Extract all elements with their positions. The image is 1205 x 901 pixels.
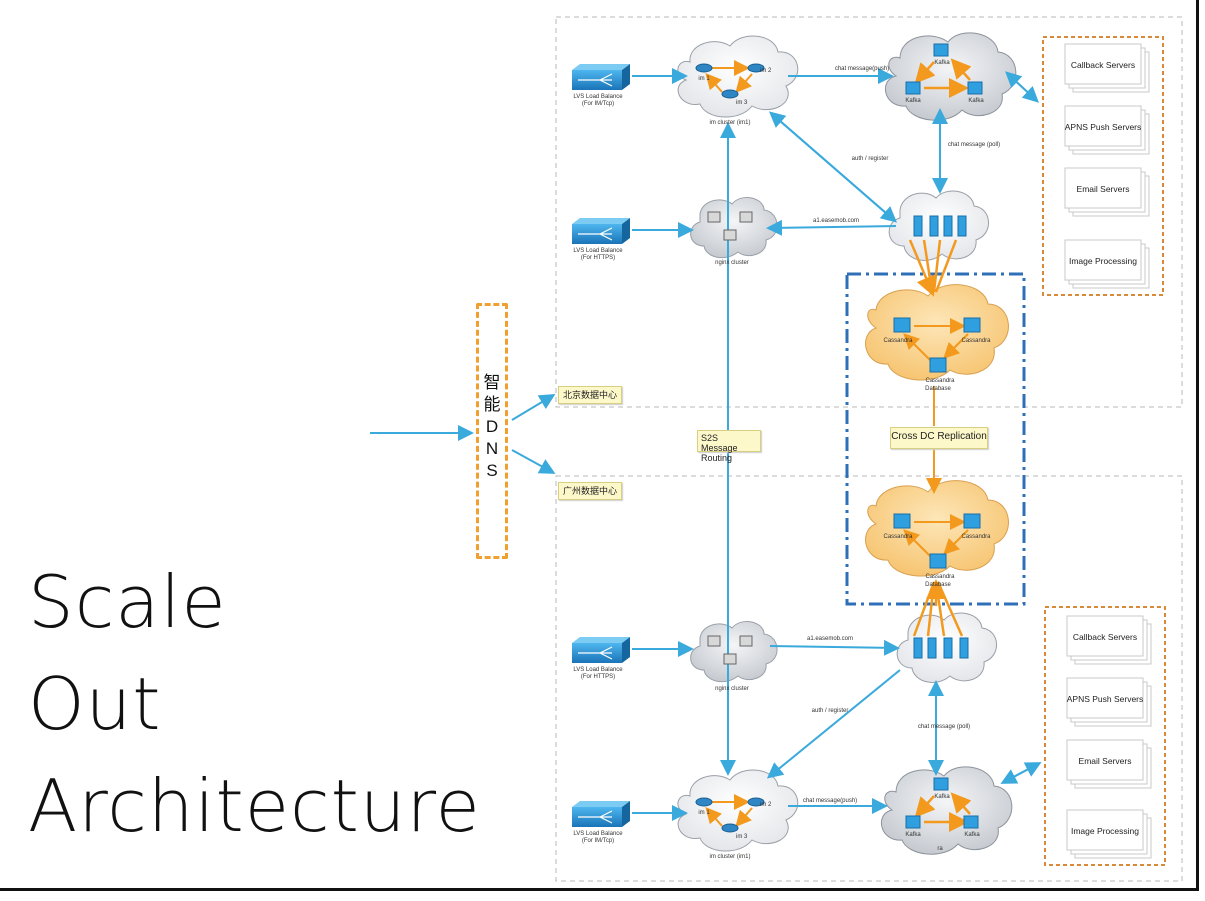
lb-https-top-sub: (For HTTPS) (581, 255, 615, 261)
router-icon (695, 63, 765, 833)
edge-label-auth-bottom: auth / register (812, 708, 849, 714)
cassandra-node-top-2: Cassandra (961, 338, 991, 344)
im-node-3-bottom: im 3 (736, 834, 748, 840)
dns-char-2: 能 (483, 395, 501, 414)
nginx-cluster-label-bottom: nginx cluster (715, 686, 749, 692)
smart-dns-box (476, 303, 508, 559)
beijing-dc-frame (555, 16, 1183, 408)
im-cluster-label-bottom: im cluster (im1) (709, 854, 750, 860)
cassandra-node-bottom-3: Cassandra (925, 574, 955, 580)
im-node-3-top: im 3 (736, 100, 748, 106)
service-image-bottom: Image Processing (1071, 826, 1139, 836)
edge-label-host-top: a1.easemob.com (813, 218, 859, 224)
dns-char-3: D (485, 417, 499, 436)
cassandra-node-top-1: Cassandra (883, 338, 913, 344)
lb-imtcp-top-sub: (For IM/Tcp) (582, 101, 614, 107)
edge-label-poll-bottom: chat message (poll) (918, 724, 970, 730)
dns-char-1: 智 (483, 373, 501, 392)
cassandra-internal-links-top (903, 318, 969, 361)
kafka-node-top-1: Kafka (934, 60, 950, 66)
lb-https-bottom-sub: (For HTTPS) (581, 674, 615, 680)
dns-char-4: N (485, 439, 499, 458)
service-callback-top: Callback Servers (1071, 60, 1135, 70)
im-internal-links-top (705, 60, 753, 94)
lb-imtcp-bottom (572, 801, 630, 827)
kafka-node-bottom-1: Kafka (934, 794, 950, 800)
computer-icon (707, 211, 753, 665)
service-email-bottom: Email Servers (1079, 756, 1132, 766)
kafka-node-bottom-3: Kafka (964, 832, 980, 838)
lb-imtcp-top (572, 64, 630, 90)
edge-label-push-bottom: chat message(push) (803, 798, 857, 804)
smart-dns-label: 智 能 D N S (476, 372, 508, 482)
database-label-bottom: Database (925, 582, 951, 588)
database-node-icon (893, 317, 981, 569)
nginx-cloud-bottom (690, 620, 778, 683)
lb-https-bottom-name: LVS Load Balance (573, 667, 623, 673)
service-image-top: Image Processing (1069, 256, 1137, 266)
server-rack-icon (913, 215, 969, 659)
title-line-3: Architecture (28, 764, 481, 848)
cassandra-node-bottom-1: Cassandra (883, 534, 913, 540)
dns-char-5: S (486, 461, 498, 480)
kafka-internal-links-top (914, 58, 972, 98)
edge-label-auth-top: auth / register (852, 156, 889, 162)
database-label-top: Database (925, 386, 951, 392)
im-cluster-label-top: im cluster (im1) (709, 120, 750, 126)
im-node-1-bottom: im 1 (698, 810, 710, 816)
lb-imtcp-top-name: LVS Load Balance (573, 94, 623, 100)
im-node-1-top: im 1 (698, 76, 710, 82)
lb-https-top (572, 218, 630, 244)
services-frame-bottom (1044, 606, 1166, 866)
kafka-cloud-top (885, 32, 1017, 121)
cassandra-internal-links-bottom (903, 514, 969, 557)
kafka-node-bottom-2: Kafka (905, 832, 921, 838)
lb-https-top-name: LVS Load Balance (573, 248, 623, 254)
api-cloud-top (888, 190, 989, 261)
s2s-routing-note: S2S Message Routing (697, 430, 761, 463)
edge-label-poll-top: chat message (poll) (948, 142, 1000, 148)
cross-dc-replication-note: Cross DC Replication (890, 427, 988, 449)
lb-imtcp-bottom-name: LVS Load Balance (573, 831, 623, 837)
service-callback-bottom: Callback Servers (1073, 632, 1137, 642)
im-internal-links-bottom (705, 794, 753, 828)
cassandra-to-api-bottom (912, 579, 964, 637)
guangzhou-dc-frame (555, 475, 1183, 882)
lb-imtcp-bottom-sub: (For IM/Tcp) (582, 838, 614, 844)
nginx-cluster-label-top: nginx cluster (715, 260, 749, 266)
kafka-node-top-3: Kafka (968, 98, 984, 104)
service-apns-bottom: APNS Push Servers (1067, 694, 1144, 704)
cassandra-node-bottom-2: Cassandra (961, 534, 991, 540)
cassandra-node-top-3: Cassandra (925, 378, 955, 384)
im-node-2-bottom: im 2 (760, 802, 772, 808)
frame-right-edge (1196, 0, 1199, 890)
nginx-cloud-top (690, 196, 778, 259)
service-apns-top: APNS Push Servers (1065, 122, 1142, 132)
guangzhou-dc-label: 广州数据中心 (558, 482, 623, 500)
kafka-cluster-label-bottom: ra (937, 846, 943, 852)
api-to-cassandra-top (908, 239, 958, 297)
im-node-2-top: im 2 (760, 68, 772, 74)
kafka-node-top-2: Kafka (905, 98, 921, 104)
title-line-1: Scale (28, 560, 227, 644)
edge-label-push-top: chat message(push) (835, 66, 889, 72)
service-email-top: Email Servers (1077, 184, 1130, 194)
beijing-dc-label: 北京数据中心 (558, 386, 623, 404)
lb-https-bottom (572, 637, 630, 663)
edge-label-host-bottom: a1.easemob.com (807, 636, 853, 642)
frame-bottom-edge (0, 888, 1199, 891)
title-line-2: Out (28, 662, 162, 746)
switch-icon (905, 43, 983, 829)
kafka-cloud-bottom (881, 766, 1013, 855)
services-frame-top (1042, 36, 1164, 296)
kafka-internal-links-bottom (914, 792, 972, 832)
service-cards (1064, 43, 1152, 859)
